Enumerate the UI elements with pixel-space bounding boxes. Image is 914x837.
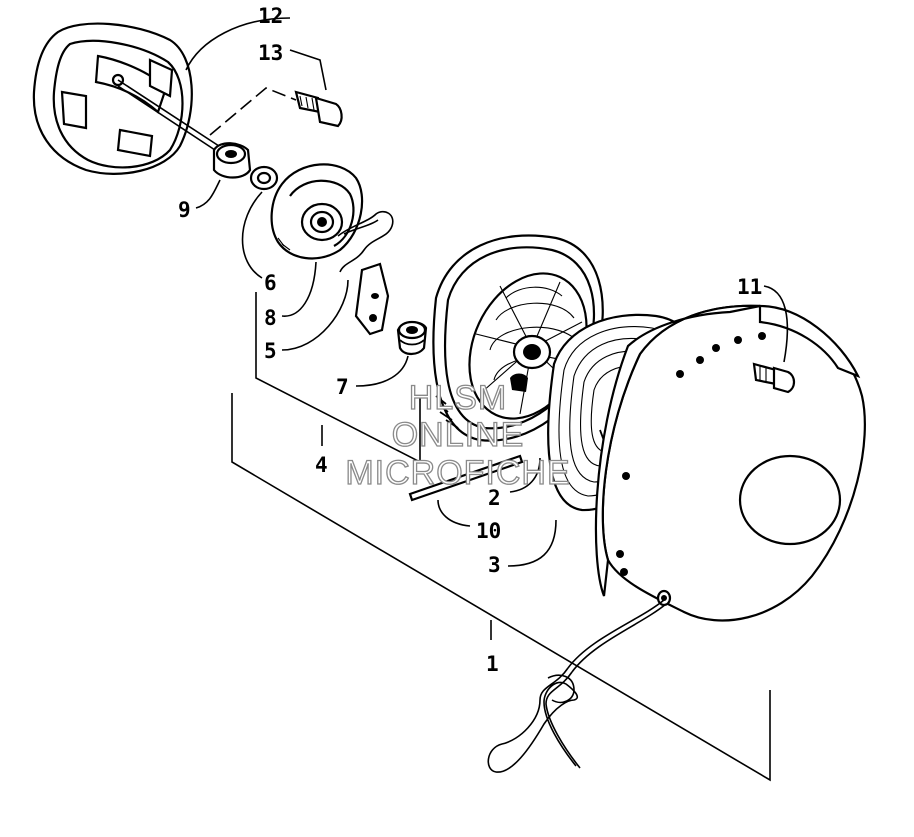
friction-plate-part-8 — [270, 163, 364, 260]
leader-10 — [437, 499, 471, 527]
callout-7: 7 — [336, 375, 349, 399]
watermark-line-1: HLSM — [409, 379, 507, 417]
leader-3 — [507, 519, 557, 567]
screw-part-11 — [752, 362, 796, 394]
leader-5 — [281, 279, 349, 351]
leader-13 — [289, 49, 327, 91]
watermark-line-3: MICROFICHE — [345, 454, 570, 492]
pawl — [354, 262, 390, 336]
callout-5: 5 — [264, 339, 277, 363]
callout-11: 11 — [737, 275, 762, 299]
bolt-axis-line — [209, 87, 297, 136]
callout-12: 12 — [258, 4, 283, 28]
watermark-line-2: ONLINE — [392, 416, 525, 454]
assembly-bracket-4 — [255, 292, 421, 464]
rope-pin-part-10 — [408, 454, 524, 502]
callout-1: 1 — [486, 652, 499, 676]
leader-11 — [763, 285, 789, 363]
callout-3: 3 — [488, 553, 501, 577]
starter-cup-part-12 — [32, 22, 223, 175]
watermark: HLSM ONLINE MICROFICHE — [345, 378, 571, 492]
callout-6: 6 — [264, 271, 277, 295]
callout-13: 13 — [258, 41, 283, 65]
leader-12 — [185, 17, 291, 71]
starter-housing — [594, 304, 866, 622]
leader-2 — [509, 457, 541, 493]
leader-9 — [195, 179, 221, 209]
callout-9: 9 — [178, 198, 191, 222]
callout-4: 4 — [315, 453, 328, 477]
callout-labels: 12 13 9 6 8 5 7 4 2 10 3 1 11 — [178, 4, 762, 676]
callout-10: 10 — [476, 519, 501, 543]
leader-7 — [355, 355, 409, 387]
assembly-bracket-1 — [231, 393, 771, 782]
leader-8 — [281, 261, 317, 317]
bushing-part-7 — [396, 320, 428, 356]
bolt-part-13 — [294, 90, 343, 128]
callout-8: 8 — [264, 306, 277, 330]
callout-2: 2 — [488, 486, 501, 510]
spring-clip-part-5 — [337, 210, 394, 273]
leader-6 — [241, 191, 263, 279]
washer-part-6 — [249, 165, 279, 191]
starter-rope — [487, 599, 667, 773]
nut-part-9 — [212, 142, 252, 179]
